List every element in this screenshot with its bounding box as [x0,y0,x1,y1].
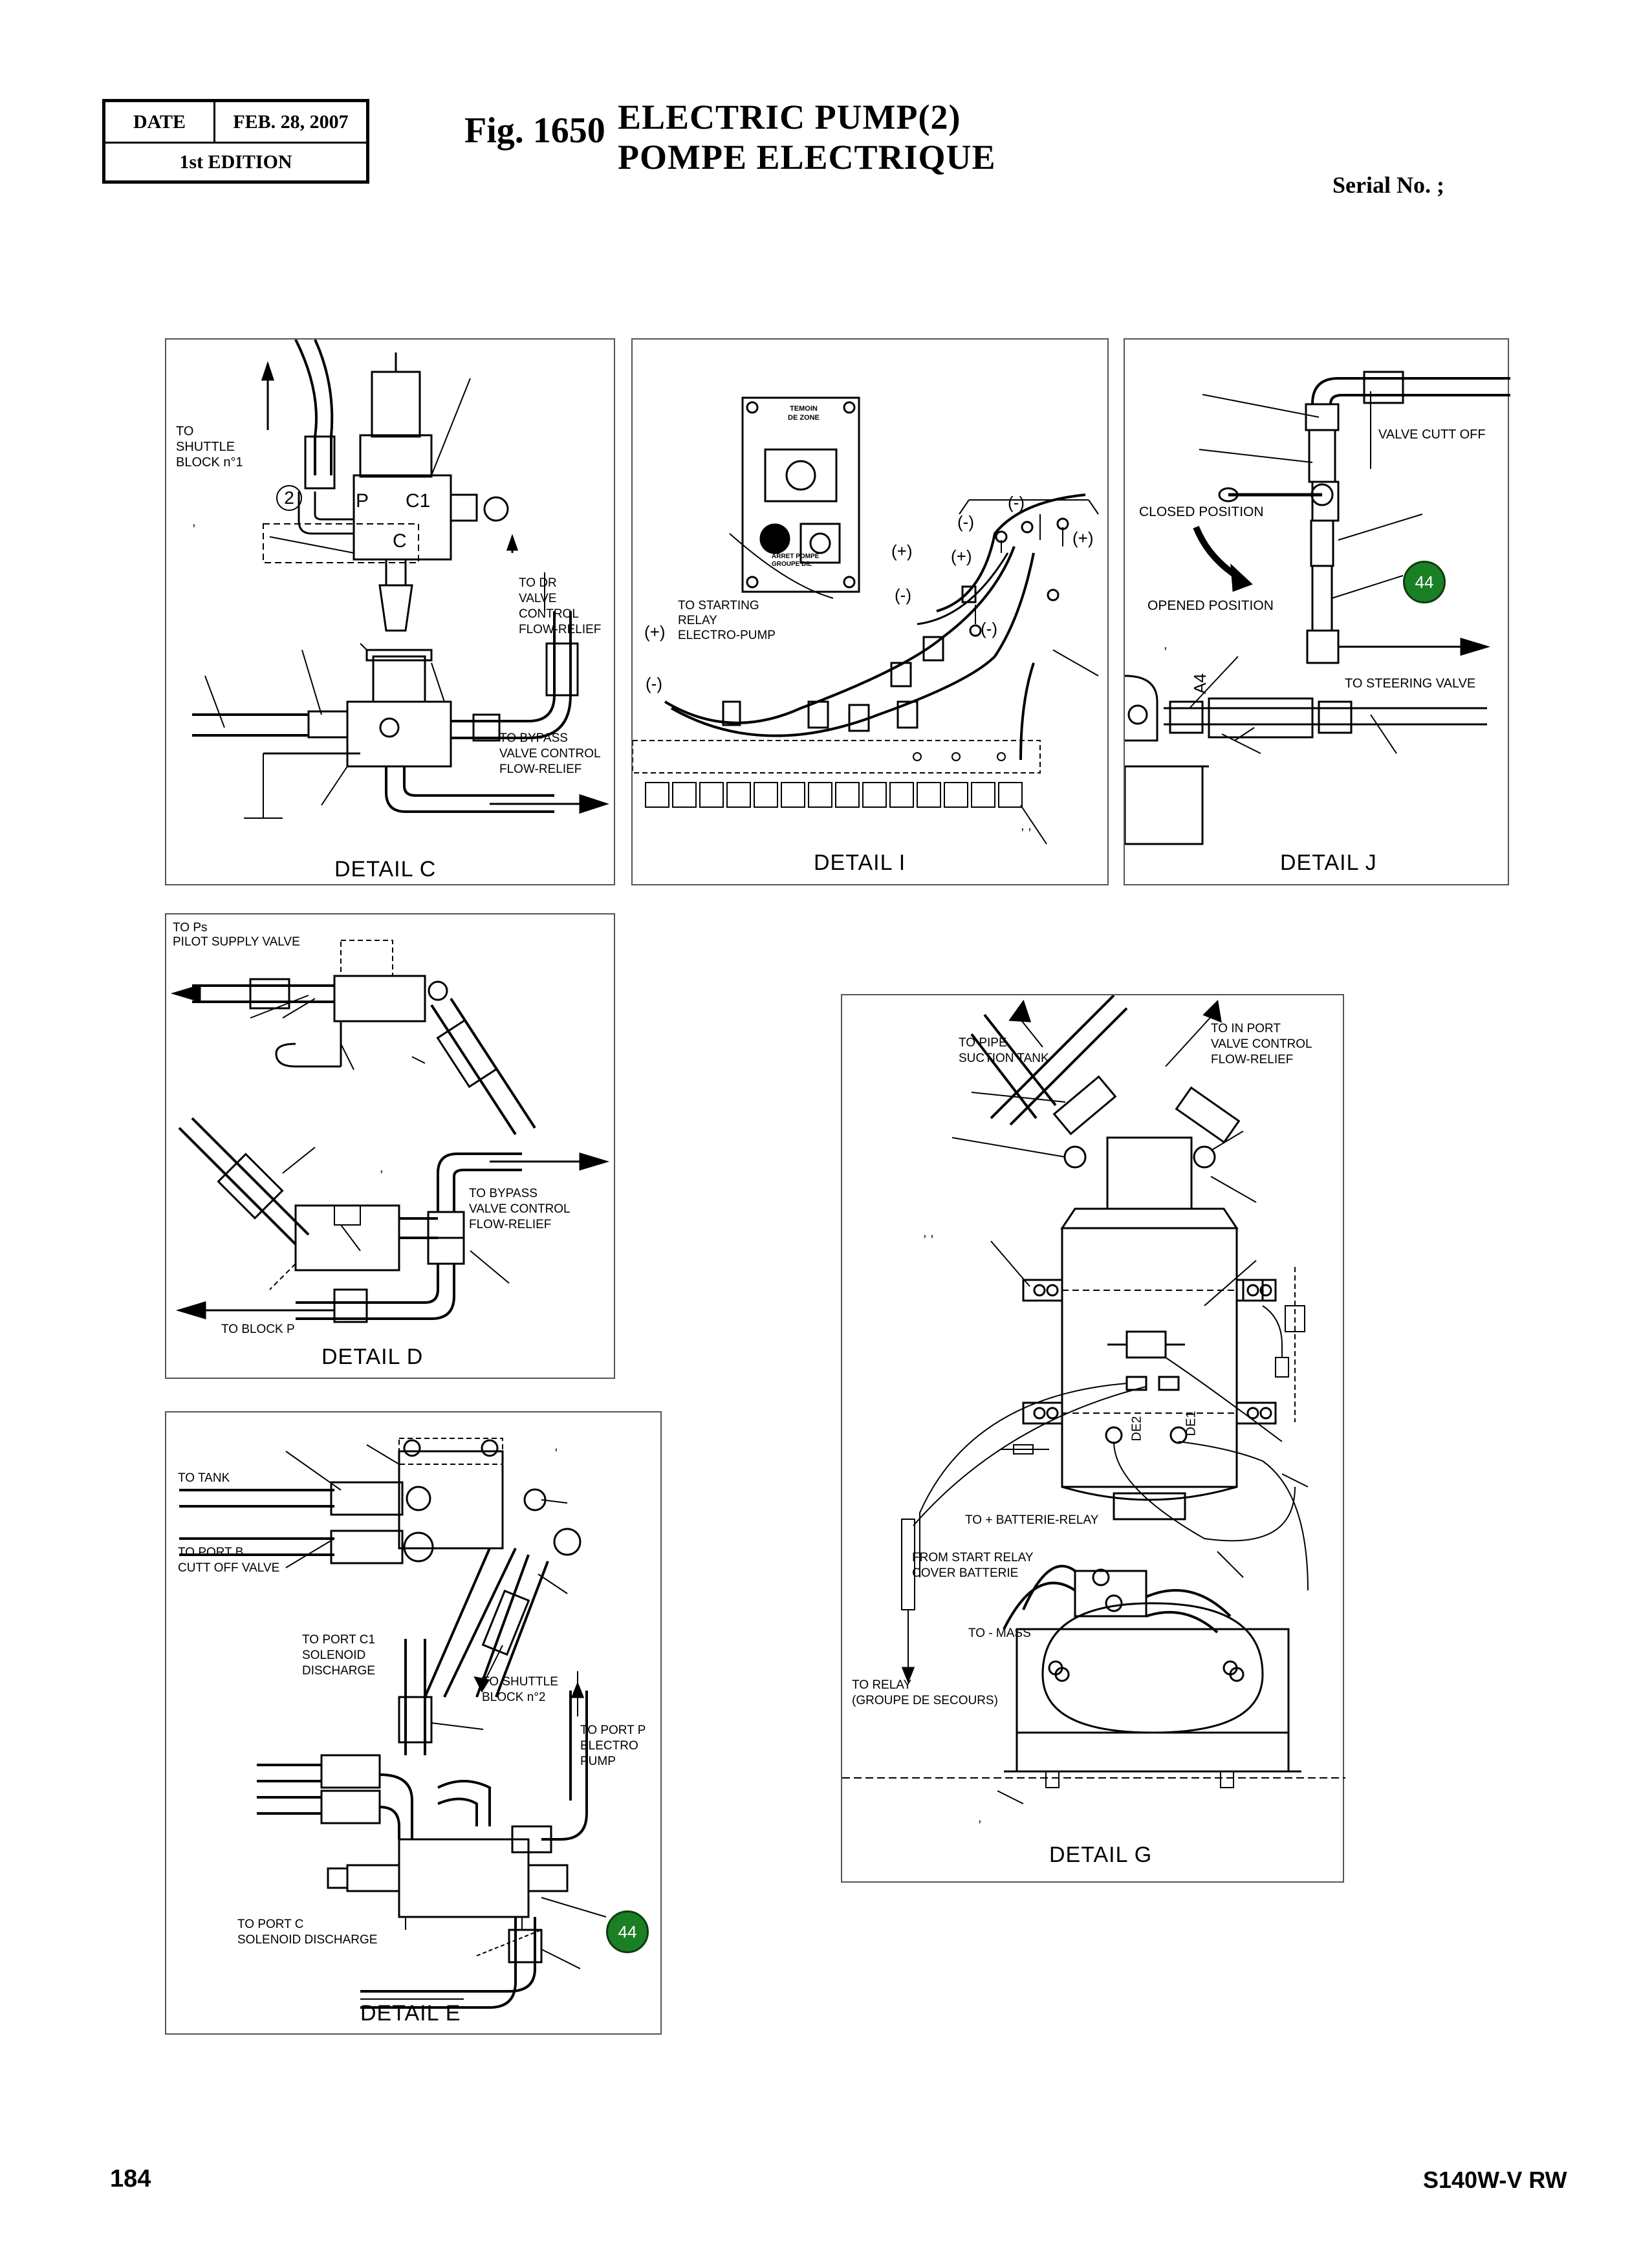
comma-mark: , [380,1161,384,1175]
minus-label-4: (-) [895,585,911,605]
opened-position-label: OPENED POSITION [1147,598,1274,613]
comma-mark: , [554,1439,558,1453]
detail-j-panel: VALVE CUTT OFF CLOSED POSITION OPENED PO… [1124,338,1510,885]
to-dr-label: TO DR VALVE CONTROL FLOW-RELIEF [519,576,602,636]
to-bypass-label: TO BYPASS VALVE CONTROL FLOW-RELIEF [499,731,601,776]
de2-label: DE2 [1129,1416,1144,1442]
serial-number: Serial No. ; [1332,172,1444,198]
de1-label: DE1 [1184,1411,1199,1436]
temoin-label: TEMOIN DE ZONE [788,405,820,422]
arret-label: ARRET POMPE GROUPE DIL [772,553,820,568]
detail-i-panel: TEMOIN DE ZONE ARRET POMPE GROUPE DIL TO… [631,338,1109,885]
to-steering-valve-label: TO STEERING VALVE [1345,676,1476,691]
detail-c-panel: TO SHUTTLE BLOCK n°1 2 P C1 C TO DR VALV… [165,338,615,885]
to-relay-label: TO RELAY (GROUPE DE SECOURS) [852,1678,998,1707]
to-port-c-label: TO PORT C SOLENOID DISCHARGE [237,1918,378,1947]
to-ps-label: TO Ps PILOT SUPPLY VALVE [173,921,300,949]
callout-44-badge: 44 [606,1910,649,1953]
detail-g-panel: TO PIPE SUCTION TANK TO IN PORT VALVE CO… [841,994,1345,1883]
minus-label-1: (-) [646,674,662,693]
comma-mark: , [192,515,196,529]
detail-i-title: DETAIL I [814,850,906,875]
detail-e-title: DETAIL E [360,2001,461,2026]
callout-44-badge: 44 [1403,561,1446,603]
callout-2: 2 [276,485,302,511]
to-batterie-relay-label: TO + BATTERIE-RELAY [965,1513,1099,1527]
comma-marks: , , [1021,819,1032,833]
from-start-relay-label: FROM START RELAY COVER BATTERIE [912,1551,1034,1580]
detail-d-panel: TO Ps PILOT SUPPLY VALVE TO BYPASS VALVE… [165,913,615,1379]
date-value: FEB. 28, 2007 [233,111,349,133]
plus-label-3: (+) [951,546,972,566]
detail-i-drawing [633,396,1099,845]
to-port-b-label: TO PORT B CUTT OFF VALVE [178,1546,280,1575]
detail-j-title: DETAIL J [1280,850,1377,875]
page-number: 184 [110,2165,151,2192]
page-title-en: ELECTRIC PUMP(2) [618,98,961,136]
plus-label-4: (+) [1072,528,1094,548]
date-label: DATE [105,102,215,142]
detail-j-drawing [1125,371,1510,845]
minus-label-2: (-) [957,512,974,532]
to-tank-label: TO TANK [178,1471,230,1485]
model-code: S140W-V RW [1423,2167,1567,2193]
to-shuttle-2-label: TO SHUTTLE BLOCK n°2 [482,1675,558,1704]
detail-d-drawing [170,940,610,1323]
to-pipe-label: TO PIPE SUCTION TANK [959,1036,1049,1065]
a4-label: A4 [1190,673,1210,694]
minus-label-3: (-) [1008,493,1025,512]
to-port-p-label: TO PORT P ELECTRO PUMP [580,1724,646,1768]
to-bypass-label: TO BYPASS VALVE CONTROL FLOW-RELIEF [469,1187,571,1231]
detail-e-drawing [179,1438,607,2009]
comma-mark: , [1164,638,1168,652]
comma-marks: , , [923,1226,934,1240]
to-shuttle-label: TO SHUTTLE BLOCK n°1 [176,424,243,470]
port-c-label: C [393,530,407,552]
detail-c-drawing [192,340,609,819]
comma-mark: , [978,1811,982,1825]
plus-label-1: (+) [644,622,666,642]
detail-e-panel: TO TANK TO PORT B CUTT OFF VALVE TO PORT… [165,1411,662,2035]
to-port-c1-label: TO PORT C1 SOLENOID DISCHARGE [302,1633,375,1678]
edition-label: 1st EDITION [179,151,292,173]
detail-d-title: DETAIL D [321,1345,424,1369]
port-c1-label: C1 [406,490,431,512]
detail-c-title: DETAIL C [334,857,437,882]
to-in-port-label: TO IN PORT VALVE CONTROL FLOW-RELIEF [1211,1022,1312,1066]
detail-g-drawing [842,995,1345,1804]
figure-number: Fig. 1650 [464,111,605,151]
date-box: DATE FEB. 28, 2007 1st EDITION [102,99,369,184]
port-p-label: P [356,490,369,512]
plus-label-2: (+) [891,541,913,561]
to-block-p-label: TO BLOCK P [221,1323,295,1336]
to-starting-relay-label: TO STARTING RELAY ELECTRO-PUMP [678,599,776,642]
detail-g-title: DETAIL G [1049,1843,1153,1867]
closed-position-label: CLOSED POSITION [1139,504,1264,519]
to-mass-label: TO - MASS [968,1627,1031,1640]
valve-cut-off-label: VALVE CUTT OFF [1378,427,1486,442]
page-title-fr: POMPE ELECTRIQUE [618,138,996,177]
minus-label-5: (-) [981,619,997,638]
